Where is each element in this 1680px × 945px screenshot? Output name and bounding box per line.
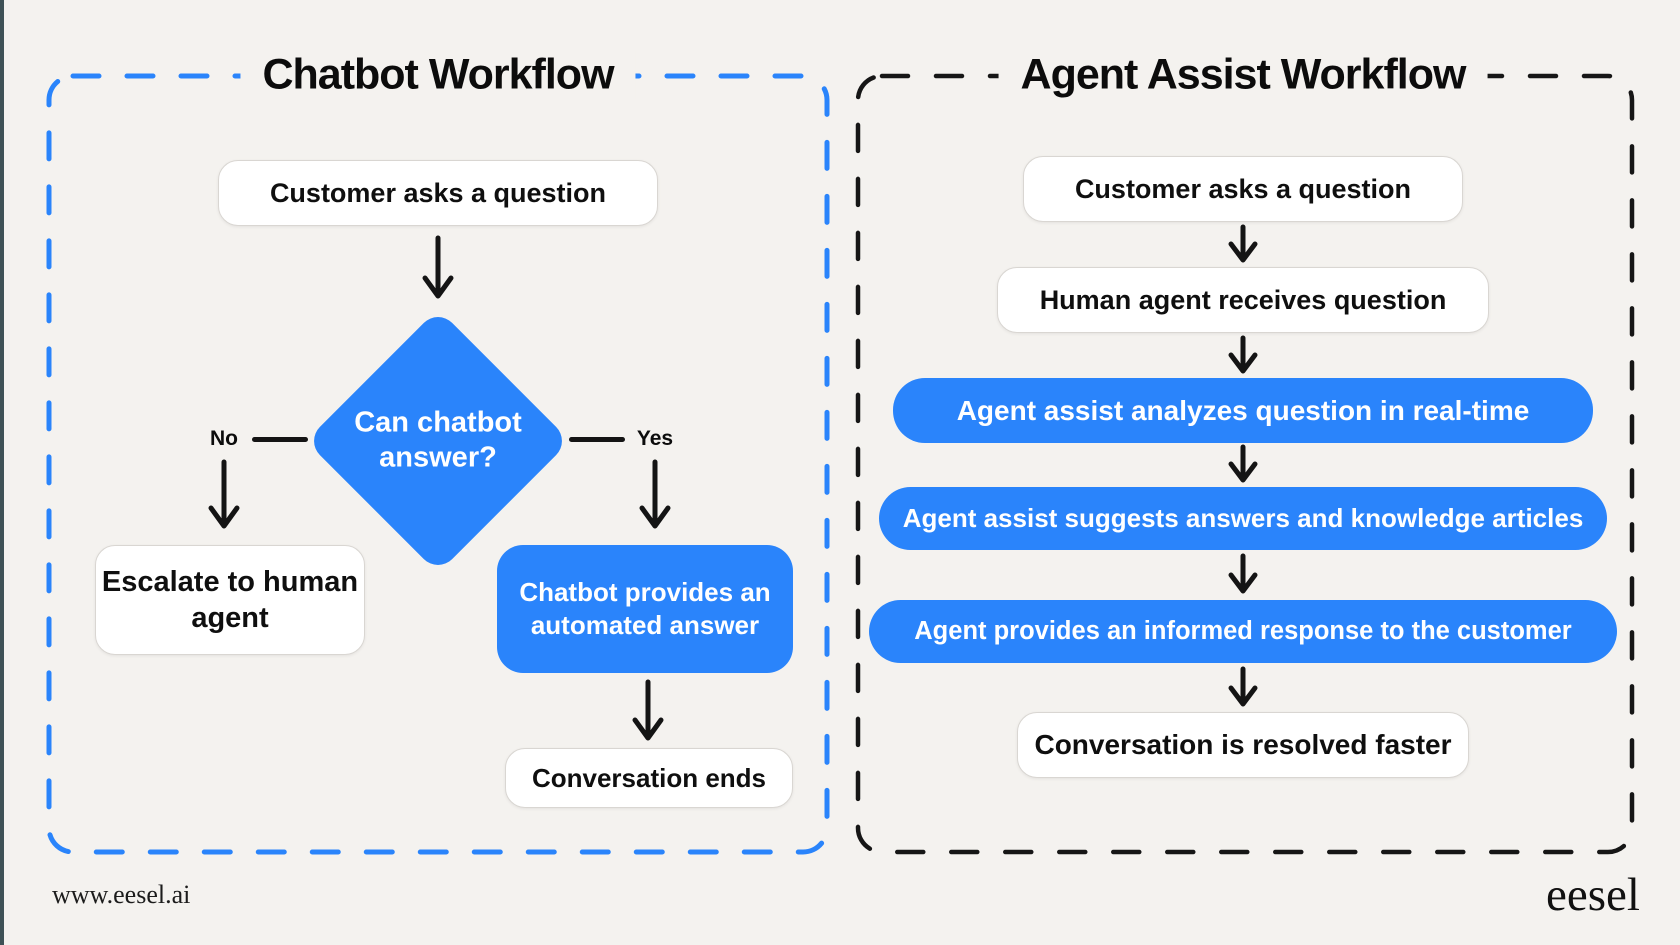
agent-assist-workflow-title: Agent Assist Workflow bbox=[998, 50, 1488, 100]
down-arrow-icon bbox=[1228, 224, 1258, 263]
down-arrow-icon bbox=[639, 459, 671, 529]
node-agent-assist-suggests: Agent assist suggests answers and knowle… bbox=[879, 487, 1607, 550]
decision-diamond-label: Can chatbot answer? bbox=[354, 406, 522, 474]
node-customer-asks-question-right: Customer asks a question bbox=[1023, 156, 1463, 222]
yes-branch-line bbox=[569, 437, 625, 442]
no-branch-line bbox=[252, 437, 308, 442]
node-human-agent-receives: Human agent receives question bbox=[997, 267, 1489, 333]
node-conversation-resolved-faster: Conversation is resolved faster bbox=[1017, 712, 1469, 778]
down-arrow-icon bbox=[1228, 666, 1258, 707]
down-arrow-icon bbox=[632, 679, 664, 741]
node-agent-assist-analyzes: Agent assist analyzes question in real-t… bbox=[893, 378, 1593, 443]
yes-branch-label: Yes bbox=[636, 427, 674, 450]
node-conversation-ends: Conversation ends bbox=[505, 748, 793, 808]
node-escalate-human-agent: Escalate to human agent bbox=[95, 545, 365, 655]
down-arrow-icon bbox=[1228, 335, 1258, 374]
node-chatbot-automated-answer: Chatbot provides an automated answer bbox=[497, 545, 793, 673]
down-arrow-icon bbox=[1228, 553, 1258, 594]
chatbot-panel-border bbox=[46, 73, 830, 855]
node-customer-asks-question-left: Customer asks a question bbox=[218, 160, 658, 226]
down-arrow-icon bbox=[208, 459, 240, 529]
down-arrow-icon bbox=[1228, 444, 1258, 483]
eesel-logo: eesel bbox=[1546, 869, 1640, 921]
chatbot-workflow-title: Chatbot Workflow bbox=[240, 50, 636, 100]
down-arrow-icon bbox=[422, 235, 454, 299]
agent-assist-panel-border bbox=[855, 73, 1635, 855]
node-agent-provides-response: Agent provides an informed response to t… bbox=[869, 600, 1617, 663]
footer-site-url: www.eesel.ai bbox=[52, 880, 191, 909]
no-branch-label: No bbox=[210, 427, 238, 450]
left-edge-strip bbox=[0, 0, 4, 945]
